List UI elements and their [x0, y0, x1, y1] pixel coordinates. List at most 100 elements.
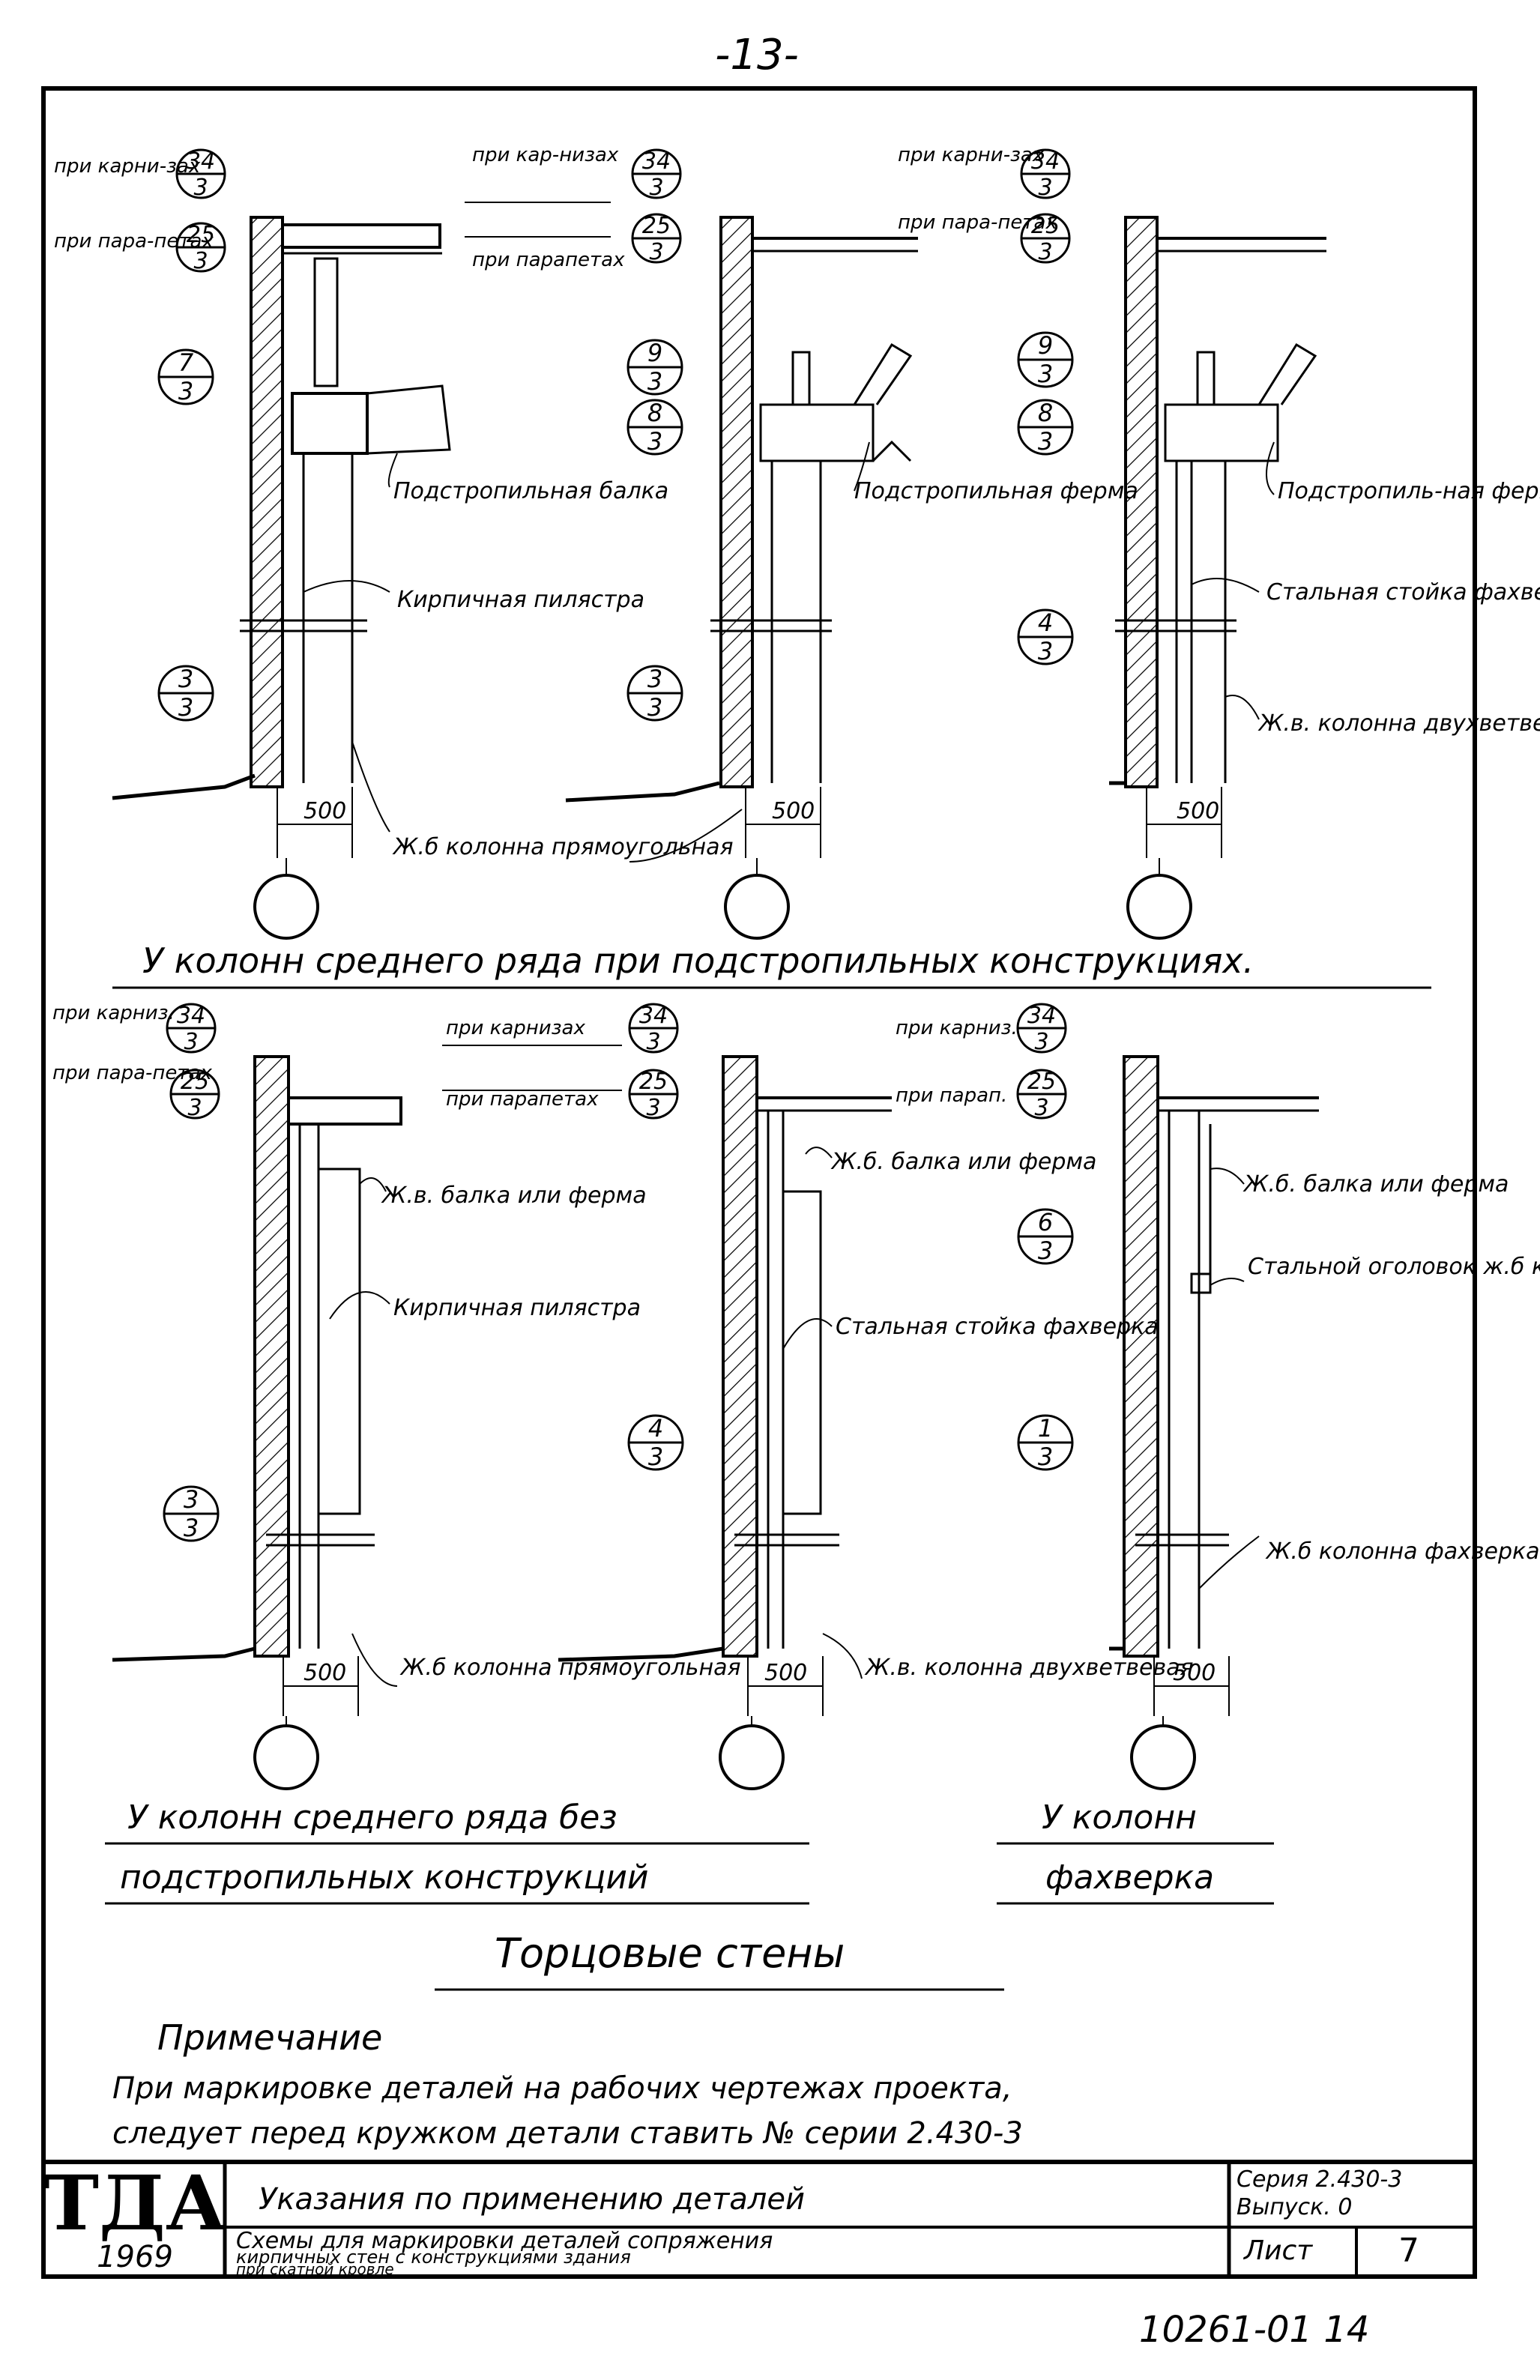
label-podstropilnaya-balka: Подстропильная балка — [393, 478, 668, 504]
note-parapet: при пара-петах — [898, 211, 1057, 234]
detail-mark-34-3: 34 3 — [1020, 148, 1071, 201]
grid-axis-circle — [724, 874, 790, 940]
page-number: -13- — [715, 31, 799, 79]
svg-text:3: 3 — [648, 1443, 663, 1471]
dim-500: 500 — [304, 798, 346, 824]
note-parapet: при пара-петах — [52, 1062, 212, 1084]
svg-text:3: 3 — [178, 377, 193, 405]
svg-text:34: 34 — [187, 148, 215, 175]
bottom-caption-left-1: У колонн среднего ряда без — [127, 1798, 617, 1837]
title-block: ТДА 1969 Указания по применению деталей … — [41, 2159, 1477, 2279]
svg-text:3: 3 — [1038, 360, 1053, 388]
note-parapet: при парапетах — [472, 249, 625, 271]
grid-axis-circle — [1126, 874, 1192, 940]
svg-text:25: 25 — [639, 1069, 668, 1095]
grid-axis-circle — [719, 1724, 785, 1790]
svg-text:25: 25 — [181, 1069, 209, 1095]
label-zhb-kolonna: Ж.б колонна прямоугольная — [392, 834, 734, 860]
svg-text:3: 3 — [178, 665, 193, 693]
svg-text:3: 3 — [646, 1095, 660, 1121]
bottom-caption-left-2: подстропильных конструкций — [120, 1858, 649, 1897]
detail-mark-4-3: 4 3 — [627, 1414, 684, 1471]
dim-500: 500 — [772, 798, 815, 824]
sheet-number: 7 — [1398, 2232, 1419, 2270]
detail-top-1: 500 при карни-зах при пара-петах 34 3 25… — [54, 148, 734, 940]
svg-text:34: 34 — [639, 1003, 668, 1029]
dim-500: 500 — [764, 1660, 807, 1686]
svg-text:25: 25 — [1031, 213, 1060, 239]
note-karniz: при карни-зах — [898, 144, 1045, 166]
svg-text:3: 3 — [184, 1029, 198, 1055]
bottom-caption-right-1: У колонн — [1042, 1798, 1197, 1837]
title-block-subtitle-3: при скатной кровле — [236, 2260, 394, 2278]
section-title: Торцовые стены — [495, 1930, 845, 1977]
svg-text:4: 4 — [648, 1414, 663, 1443]
top-section: 500 при карни-зах при пара-петах 34 3 25… — [54, 144, 1540, 989]
detail-bottom-2: 500 при карнизах при парапетах 34 3 25 3… — [442, 1003, 1194, 1790]
sheet-label: Лист — [1242, 2235, 1313, 2266]
svg-text:3: 3 — [647, 693, 662, 722]
svg-text:3: 3 — [646, 1029, 660, 1055]
title-block-title: Указания по применению деталей — [259, 2182, 805, 2217]
svg-text:3: 3 — [193, 248, 208, 274]
svg-text:3: 3 — [1038, 175, 1052, 201]
svg-text:6: 6 — [1038, 1208, 1053, 1236]
dim-500: 500 — [304, 1660, 346, 1686]
detail-mark-3-3: 3 3 — [626, 665, 683, 722]
svg-text:34: 34 — [1031, 148, 1060, 175]
title-block-subtitle-1: Схемы для маркировки деталей сопряжения — [236, 2228, 773, 2254]
detail-mark-25-3: 25 3 — [169, 1069, 220, 1121]
detail-mark-3-3: 3 3 — [163, 1485, 220, 1542]
wall-hatch — [250, 216, 284, 788]
svg-text:3: 3 — [1038, 1236, 1053, 1265]
svg-text:8: 8 — [1038, 399, 1053, 427]
wall-hatch — [722, 1055, 758, 1658]
detail-mark-7-3: 7 3 — [157, 348, 214, 405]
label-zhb-kolonna: Ж.в. колонна двухветвевая — [864, 1655, 1194, 1681]
svg-text:34: 34 — [177, 1003, 205, 1029]
note-parapet: при парап. — [896, 1084, 1007, 1107]
detail-mark-9-3: 9 3 — [1017, 331, 1074, 388]
svg-text:3: 3 — [184, 1514, 199, 1542]
note-karniz: при карниз. — [52, 1002, 175, 1024]
detail-mark-9-3: 9 3 — [626, 339, 683, 396]
note-title: Примечание — [157, 2017, 382, 2058]
svg-text:3: 3 — [647, 427, 662, 456]
detail-top-3: 500 при карни-зах при пара-петах 34 3 25… — [898, 144, 1540, 940]
issue-label: Выпуск. 0 — [1236, 2194, 1352, 2220]
label-kirpichnaya-pilyastra: Кирпичная пилястра — [393, 1295, 641, 1321]
detail-mark-34-3: 34 3 — [166, 1003, 217, 1055]
svg-text:9: 9 — [1038, 331, 1053, 360]
svg-text:34: 34 — [1027, 1003, 1056, 1029]
detail-bottom-3: 500 при карниз. при парап. 34 3 25 3 6 3 — [896, 1003, 1540, 1790]
label-stalnoy-ogolovok: Стальной оголовок ж.б колонны — [1248, 1254, 1540, 1280]
label-zhb-balka-ili-ferma: Ж.б. балка или ферма — [1242, 1171, 1509, 1197]
organization-logo: ТДА — [43, 2159, 227, 2247]
svg-text:3: 3 — [178, 693, 193, 722]
svg-text:34: 34 — [642, 148, 671, 175]
svg-text:25: 25 — [187, 222, 215, 248]
label-stalnaya-stoyka: Стальная стойка фахверка — [1266, 579, 1540, 605]
svg-text:4: 4 — [1038, 608, 1053, 637]
note-line-2: следует перед кружком детали ставить № с… — [112, 2116, 1023, 2151]
wall-hatch — [719, 216, 754, 788]
svg-text:7: 7 — [178, 348, 194, 377]
year: 1969 — [97, 2240, 173, 2274]
svg-text:1: 1 — [1038, 1414, 1053, 1443]
detail-mark-34-3: 34 3 — [628, 1003, 679, 1055]
dim-500: 500 — [1177, 798, 1219, 824]
label-zhb-kolonna-fakhverka: Ж.б колонна фахверка — [1265, 1538, 1540, 1565]
bottom-section: 500 при карниз. при пара-петах 34 3 25 3… — [52, 1002, 1540, 1905]
svg-text:3: 3 — [1038, 239, 1052, 265]
top-section-caption: У колонн среднего ряда при подстропильны… — [142, 940, 1254, 981]
note-karniz: при кар-низах — [472, 144, 619, 166]
grid-axis-circle — [253, 1724, 319, 1790]
detail-mark-8-3: 8 3 — [1017, 399, 1074, 456]
svg-text:3: 3 — [649, 239, 663, 265]
note-karniz: при карниз. — [896, 1017, 1018, 1039]
wall-hatch — [1123, 1055, 1159, 1658]
label-stalnaya-stoyka: Стальная стойка фахверка — [836, 1314, 1159, 1340]
label-zhb-balka-ili-ferma: Ж.в. балка или ферма — [381, 1183, 647, 1209]
note-karniz: при карнизах — [446, 1017, 585, 1039]
